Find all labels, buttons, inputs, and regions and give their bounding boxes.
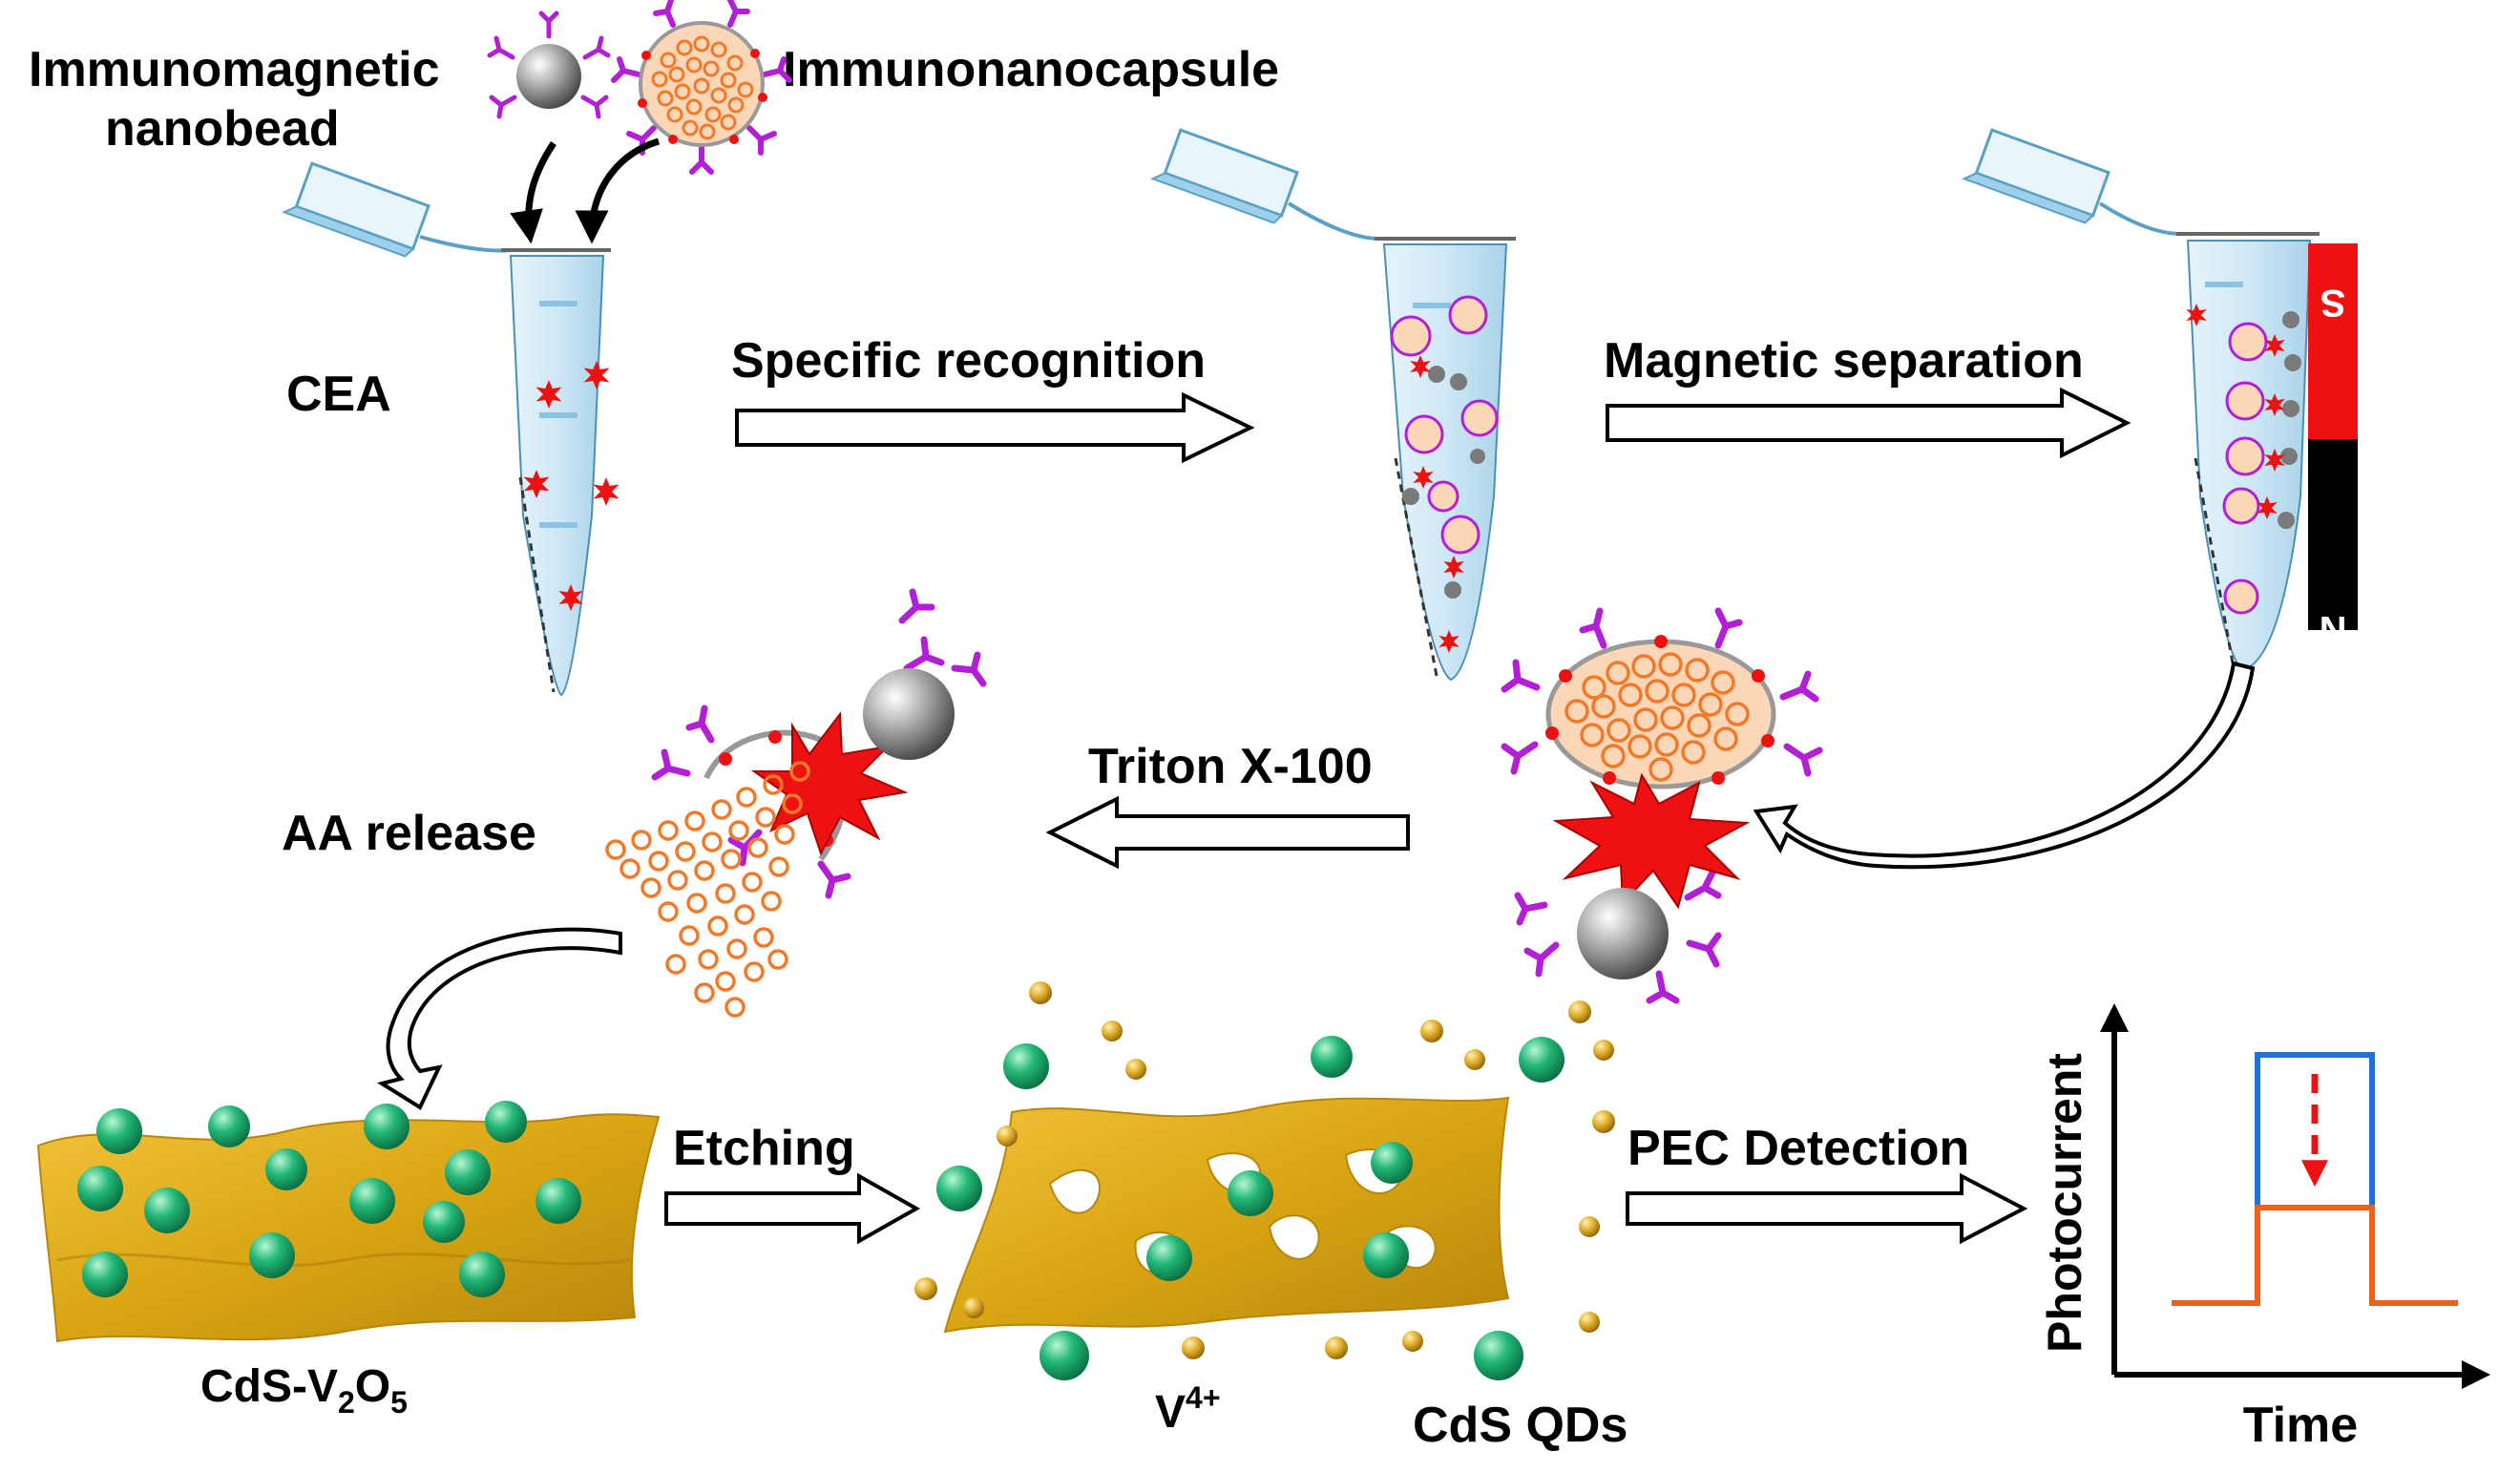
arrow-bead-to-tube bbox=[510, 141, 556, 244]
label-etching: Etching bbox=[673, 1121, 855, 1176]
v4-ions bbox=[914, 981, 1615, 1359]
label-magnetic-separation: Magnetic separation bbox=[1604, 333, 2084, 389]
etched-sheet bbox=[943, 1096, 1510, 1334]
arrow-etching bbox=[664, 1172, 921, 1245]
tube-1-cap bbox=[281, 161, 430, 258]
signal-after bbox=[2172, 1205, 2458, 1306]
immunonanocapsule-icon bbox=[611, 0, 792, 175]
arrow-to-sheet bbox=[376, 927, 622, 1110]
tube-1-cea bbox=[281, 161, 620, 697]
label-immunonanocapsule: Immunonanocapsule bbox=[783, 42, 1279, 97]
tube-2-recognition bbox=[1149, 128, 1516, 682]
sheet-cds-qds bbox=[77, 1101, 581, 1297]
label-pec-detection: PEC Detection bbox=[1628, 1121, 1969, 1176]
cds-v2o5-sheet bbox=[36, 1101, 661, 1343]
label-triton: Triton X-100 bbox=[1088, 739, 1373, 794]
axis-label-time: Time bbox=[2243, 1398, 2358, 1453]
magnet-pole-n: N bbox=[2320, 608, 2347, 650]
arrow-capsule-to-tube bbox=[575, 137, 661, 244]
arrow-triton bbox=[1045, 795, 1410, 870]
arrow-magnetic-separation bbox=[1606, 387, 2132, 459]
signal-before bbox=[2255, 1052, 2375, 1208]
label-cea: CEA bbox=[286, 367, 391, 422]
sandwich-complex bbox=[1501, 607, 1823, 1004]
label-aa-release: AA release bbox=[282, 806, 536, 861]
label-specific-recognition: Specific recognition bbox=[731, 333, 1206, 389]
label-v4: V4+ bbox=[1155, 1380, 1221, 1438]
magnet: S N bbox=[2308, 243, 2358, 650]
label-nanobead: nanobead bbox=[105, 101, 340, 157]
arrow-to-complex bbox=[1753, 661, 2256, 870]
tube-3-separation bbox=[1961, 128, 2320, 672]
free-cds-qds bbox=[936, 1036, 1564, 1380]
arrow-pec-detection bbox=[1626, 1172, 2028, 1245]
ruptured-capsule bbox=[605, 588, 987, 1018]
arrow-specific-recognition bbox=[735, 391, 1255, 464]
photocurrent-plot: Photocurrent Time bbox=[2038, 1003, 2490, 1453]
label-cds-v2o5: CdS-V2O5 bbox=[200, 1361, 408, 1420]
label-immunomagnetic: Immunomagnetic bbox=[29, 42, 440, 97]
axis-label-photocurrent: Photocurrent bbox=[2038, 1053, 2091, 1353]
magnet-pole-s: S bbox=[2320, 282, 2346, 324]
immunomagnetic-nanobead-icon bbox=[487, 11, 611, 119]
label-cds-qds: CdS QDs bbox=[1413, 1398, 1628, 1453]
